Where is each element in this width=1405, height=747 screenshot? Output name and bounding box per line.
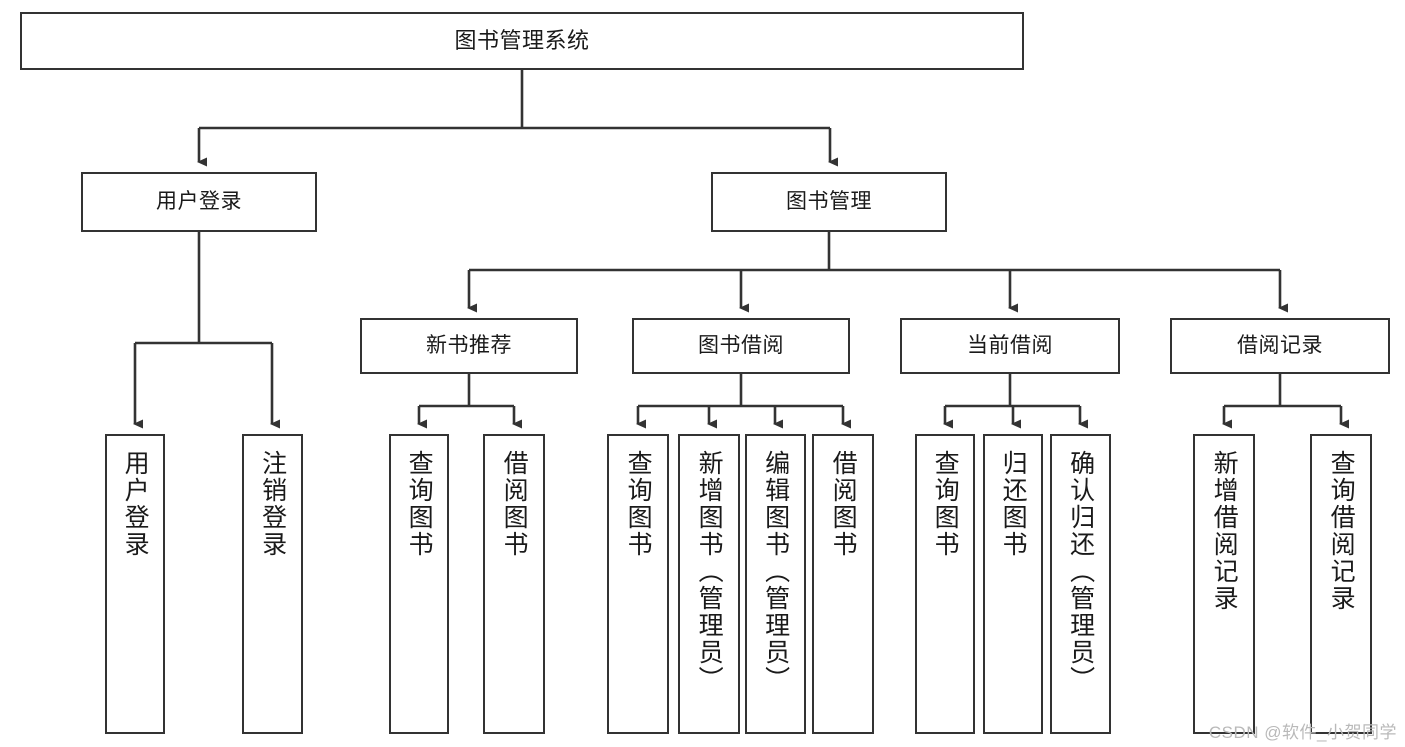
node-label: 用户登录 <box>121 450 150 558</box>
node-label: 图书管理系统 <box>454 28 590 54</box>
node-leaf[interactable]: 归还图书 <box>983 434 1043 734</box>
node-label: 图书管理 <box>786 189 872 213</box>
node-level3-new-book-recommend[interactable]: 新书推荐 <box>360 318 578 374</box>
node-level3-current-borrow[interactable]: 当前借阅 <box>900 318 1120 374</box>
node-level3-borrow-record[interactable]: 借阅记录 <box>1170 318 1390 374</box>
node-level3-book-borrow[interactable]: 图书借阅 <box>632 318 850 374</box>
node-leaf[interactable]: 确认归还（管理员） <box>1050 434 1111 734</box>
node-leaf[interactable]: 借阅图书 <box>812 434 874 734</box>
node-root[interactable]: 图书管理系统 <box>20 12 1024 70</box>
node-label: 归还图书 <box>999 450 1028 558</box>
node-leaf[interactable]: 查询图书 <box>389 434 449 734</box>
csdn-watermark: CSDN @软件_小贺同学 <box>1208 723 1397 742</box>
node-label: 借阅记录 <box>1237 333 1323 357</box>
node-label: 查询图书 <box>931 450 960 558</box>
node-label: 借阅图书 <box>500 450 529 558</box>
node-leaf[interactable]: 查询图书 <box>607 434 669 734</box>
node-label: 确认归还（管理员） <box>1066 450 1095 693</box>
node-label: 查询借阅记录 <box>1327 450 1356 612</box>
node-leaf[interactable]: 新增图书（管理员） <box>678 434 740 734</box>
node-level2-user-login[interactable]: 用户登录 <box>81 172 317 232</box>
node-leaf[interactable]: 注销登录 <box>242 434 303 734</box>
node-leaf[interactable]: 编辑图书（管理员） <box>745 434 806 734</box>
node-label: 新增图书（管理员） <box>695 450 724 693</box>
node-label: 当前借阅 <box>967 333 1053 357</box>
node-label: 用户登录 <box>156 189 242 213</box>
node-leaf[interactable]: 查询图书 <box>915 434 975 734</box>
node-label: 图书借阅 <box>698 333 784 357</box>
node-level2-book-management[interactable]: 图书管理 <box>711 172 947 232</box>
node-label: 新书推荐 <box>426 333 512 357</box>
node-label: 新增借阅记录 <box>1210 450 1239 612</box>
node-leaf[interactable]: 新增借阅记录 <box>1193 434 1255 734</box>
node-label: 查询图书 <box>624 450 653 558</box>
node-label: 借阅图书 <box>829 450 858 558</box>
node-leaf[interactable]: 借阅图书 <box>483 434 545 734</box>
node-label: 查询图书 <box>405 450 434 558</box>
node-leaf[interactable]: 查询借阅记录 <box>1310 434 1372 734</box>
node-label: 注销登录 <box>258 450 287 558</box>
node-leaf[interactable]: 用户登录 <box>105 434 165 734</box>
node-label: 编辑图书（管理员） <box>761 450 790 693</box>
